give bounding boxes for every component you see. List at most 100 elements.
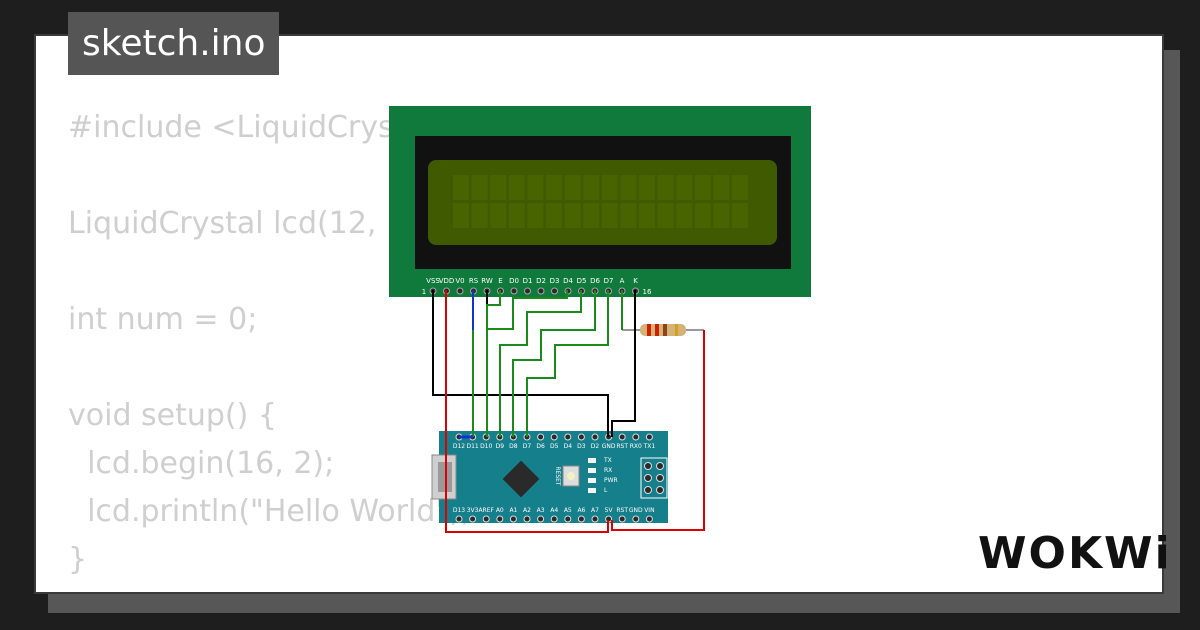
lcd-cell	[564, 203, 581, 228]
nano-bottom-pin[interactable]	[632, 515, 640, 523]
lcd-cell	[546, 203, 562, 228]
nano-top-pin-label: D2	[591, 443, 600, 450]
lcd-pin[interactable]	[456, 287, 464, 295]
nano-top-pin-label: D6	[536, 443, 545, 450]
nano-top-pin-label: D8	[509, 443, 518, 450]
lcd-cell	[527, 203, 544, 228]
nano-top-pin[interactable]	[618, 433, 626, 441]
lcd-cell	[601, 175, 618, 200]
icsp-pins	[644, 462, 664, 494]
led-l	[588, 488, 596, 493]
nano-bottom-pin[interactable]	[645, 515, 653, 523]
mcu-chip	[502, 460, 540, 498]
nano-top-pin-label: D5	[550, 443, 559, 450]
wire-vdd-5v	[445, 290, 609, 533]
nano-bottom-pin[interactable]	[496, 515, 504, 523]
lcd-pin[interactable]	[537, 287, 545, 295]
nano-top-pin-label: RX0	[630, 443, 642, 450]
nano-top-pin[interactable]	[591, 433, 599, 441]
nano-top-pin-label: TX1	[643, 443, 656, 450]
nano-bottom-pin-label: RST	[616, 507, 628, 514]
nano-top-pin[interactable]	[550, 433, 558, 441]
lcd-cell	[564, 175, 581, 200]
lcd-pin-last-label: 16	[643, 288, 652, 296]
nano-bottom-pin[interactable]	[509, 515, 517, 523]
reset-label: RESET	[554, 466, 561, 486]
lcd-pin-label: D0	[509, 277, 519, 285]
nano-bottom-pin-label: A7	[591, 507, 599, 514]
nano-bottom-pin-label: GND	[629, 507, 643, 514]
lcd-cell	[676, 175, 693, 200]
nano-top-pin-label: D9	[496, 443, 505, 450]
lcd-pin[interactable]	[551, 287, 558, 295]
nano-bottom-pin[interactable]	[618, 515, 626, 523]
nano-top-pin-label: D7	[523, 443, 532, 450]
icsp-pin	[656, 486, 664, 494]
led-tx	[588, 458, 596, 463]
nano-top-pin[interactable]	[645, 433, 653, 441]
nano-bottom-pin[interactable]	[564, 515, 572, 523]
code-line: void setup() {	[68, 398, 277, 433]
nano-bottom-pin[interactable]	[469, 515, 477, 523]
nano-top-pin[interactable]	[564, 433, 572, 441]
lcd-pin-label: VDD	[439, 277, 455, 285]
lcd-pin-label: V0	[455, 277, 464, 285]
lcd-cell	[657, 203, 674, 228]
resistor-band-4	[675, 324, 678, 336]
lcd-pin[interactable]	[524, 287, 531, 295]
lcd-cell	[657, 175, 674, 200]
nano-bottom-pin[interactable]	[537, 515, 545, 523]
nano-bottom-pin[interactable]	[591, 515, 599, 523]
nano-bottom-pin-label: A4	[550, 507, 558, 514]
wire-gnd	[432, 290, 609, 437]
wire-resistor-5v	[611, 330, 705, 531]
lcd-pin-label: RS	[469, 277, 479, 285]
nano-top-pin[interactable]	[537, 433, 545, 441]
nano-top-pin-label: D12	[453, 443, 465, 450]
resistor-band-3	[663, 324, 667, 336]
lcd-pin-label: A	[620, 277, 625, 285]
led-rx	[588, 468, 596, 473]
icsp-pin	[644, 486, 652, 494]
nano-bottom-pin[interactable]	[523, 515, 531, 523]
lcd-cell	[508, 203, 525, 228]
l-label: L	[604, 487, 608, 494]
nano-bottom-pin-label: D13	[453, 507, 465, 514]
code-line: }	[68, 542, 88, 577]
nano-bottom-pin[interactable]	[455, 515, 463, 523]
lcd-cell	[453, 203, 469, 228]
nano-top-pin-label: D3	[577, 443, 586, 450]
nano-bottom-pin[interactable]	[577, 515, 585, 523]
lcd-pin-first-label: 1	[422, 288, 426, 296]
lcd-pin-label: D1	[523, 277, 533, 285]
wire-d6-d8	[512, 290, 596, 437]
lcd-pin-label: RW	[481, 277, 493, 285]
resistor	[622, 324, 704, 336]
lcd-pin-label: D5	[577, 277, 587, 285]
nano-bottom-pin[interactable]	[550, 515, 558, 523]
wokwi-logo: WOKWi	[978, 528, 1172, 579]
lcd-cell	[490, 175, 507, 200]
wire-k-gnd	[611, 290, 636, 437]
icsp-pin	[656, 474, 664, 482]
nano-bottom-pin[interactable]	[482, 515, 490, 523]
lcd-pin-label: D2	[536, 277, 546, 285]
lcd-cell	[639, 203, 655, 228]
code-line: int num = 0;	[68, 302, 258, 337]
nano-bottom-pin-label: 5V	[605, 507, 614, 514]
nano-bottom-pin-label: 3V3	[467, 507, 479, 514]
nano-bottom-pin-label: A5	[564, 507, 572, 514]
nano-top-pin[interactable]	[577, 433, 585, 441]
led-pwr	[588, 478, 596, 483]
lcd-pin-label: D6	[590, 277, 600, 285]
nano-top-pin[interactable]	[632, 433, 640, 441]
lcd-cell	[732, 203, 748, 228]
lcd-cell	[546, 175, 562, 200]
lcd-cell	[453, 175, 469, 200]
lcd-cell	[713, 175, 730, 200]
resistor-band-1	[647, 324, 651, 336]
lcd-pin[interactable]	[510, 287, 518, 295]
